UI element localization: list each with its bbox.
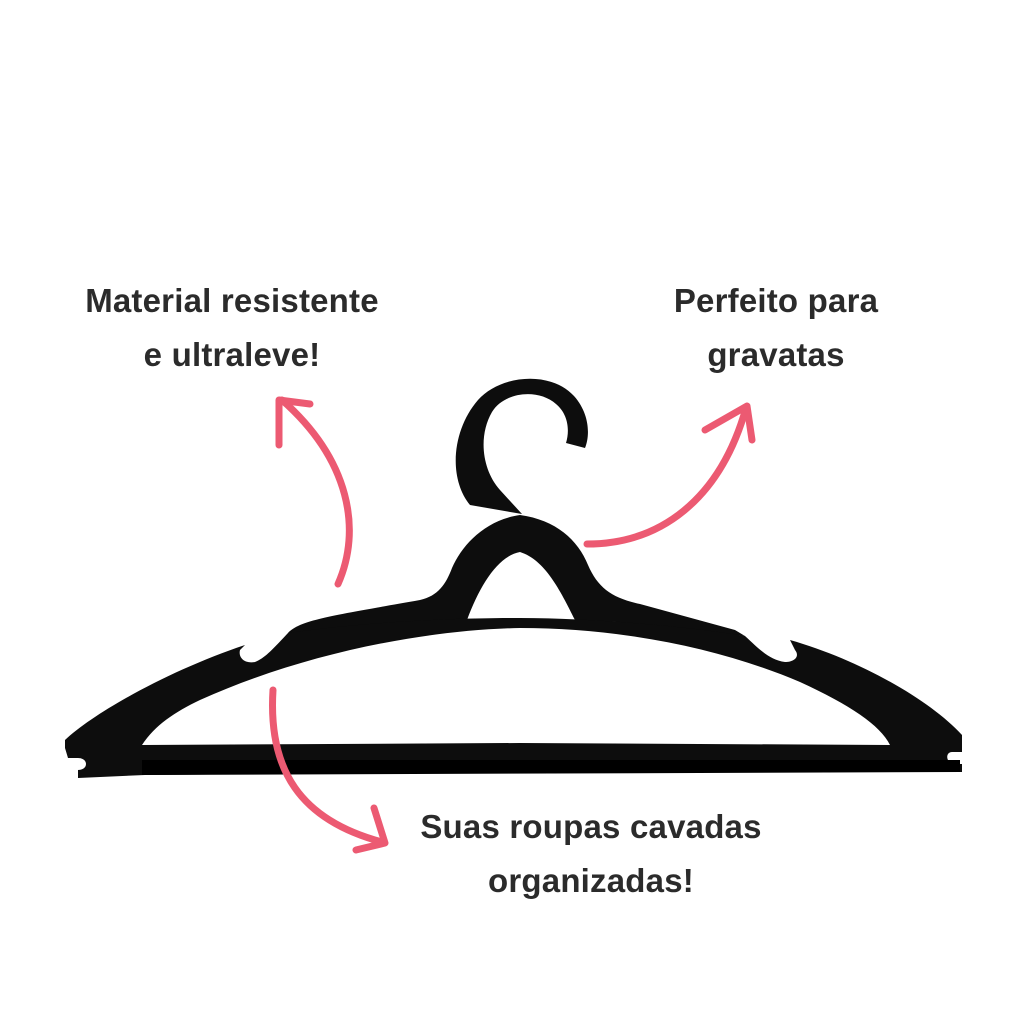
arrow-down-right-icon <box>268 686 389 854</box>
caption-clothes: Suas roupas cavadas organizadas! <box>400 800 782 908</box>
caption-ties: Perfeito para gravatas <box>652 274 900 382</box>
arrow-up-left-icon <box>275 396 353 588</box>
caption-ties-line1: Perfeito para <box>673 282 879 319</box>
caption-material-line1: Material resistente <box>85 282 379 319</box>
hanger-icon <box>65 378 962 778</box>
caption-clothes-line1: Suas roupas cavadas <box>420 808 762 845</box>
arrow-up-right-icon <box>583 402 756 548</box>
caption-clothes-line2: organizadas! <box>488 862 694 899</box>
caption-ties-line2: gravatas <box>707 336 845 373</box>
caption-material-line2: e ultraleve! <box>143 336 321 373</box>
caption-material: Material resistente e ultraleve! <box>62 274 402 382</box>
